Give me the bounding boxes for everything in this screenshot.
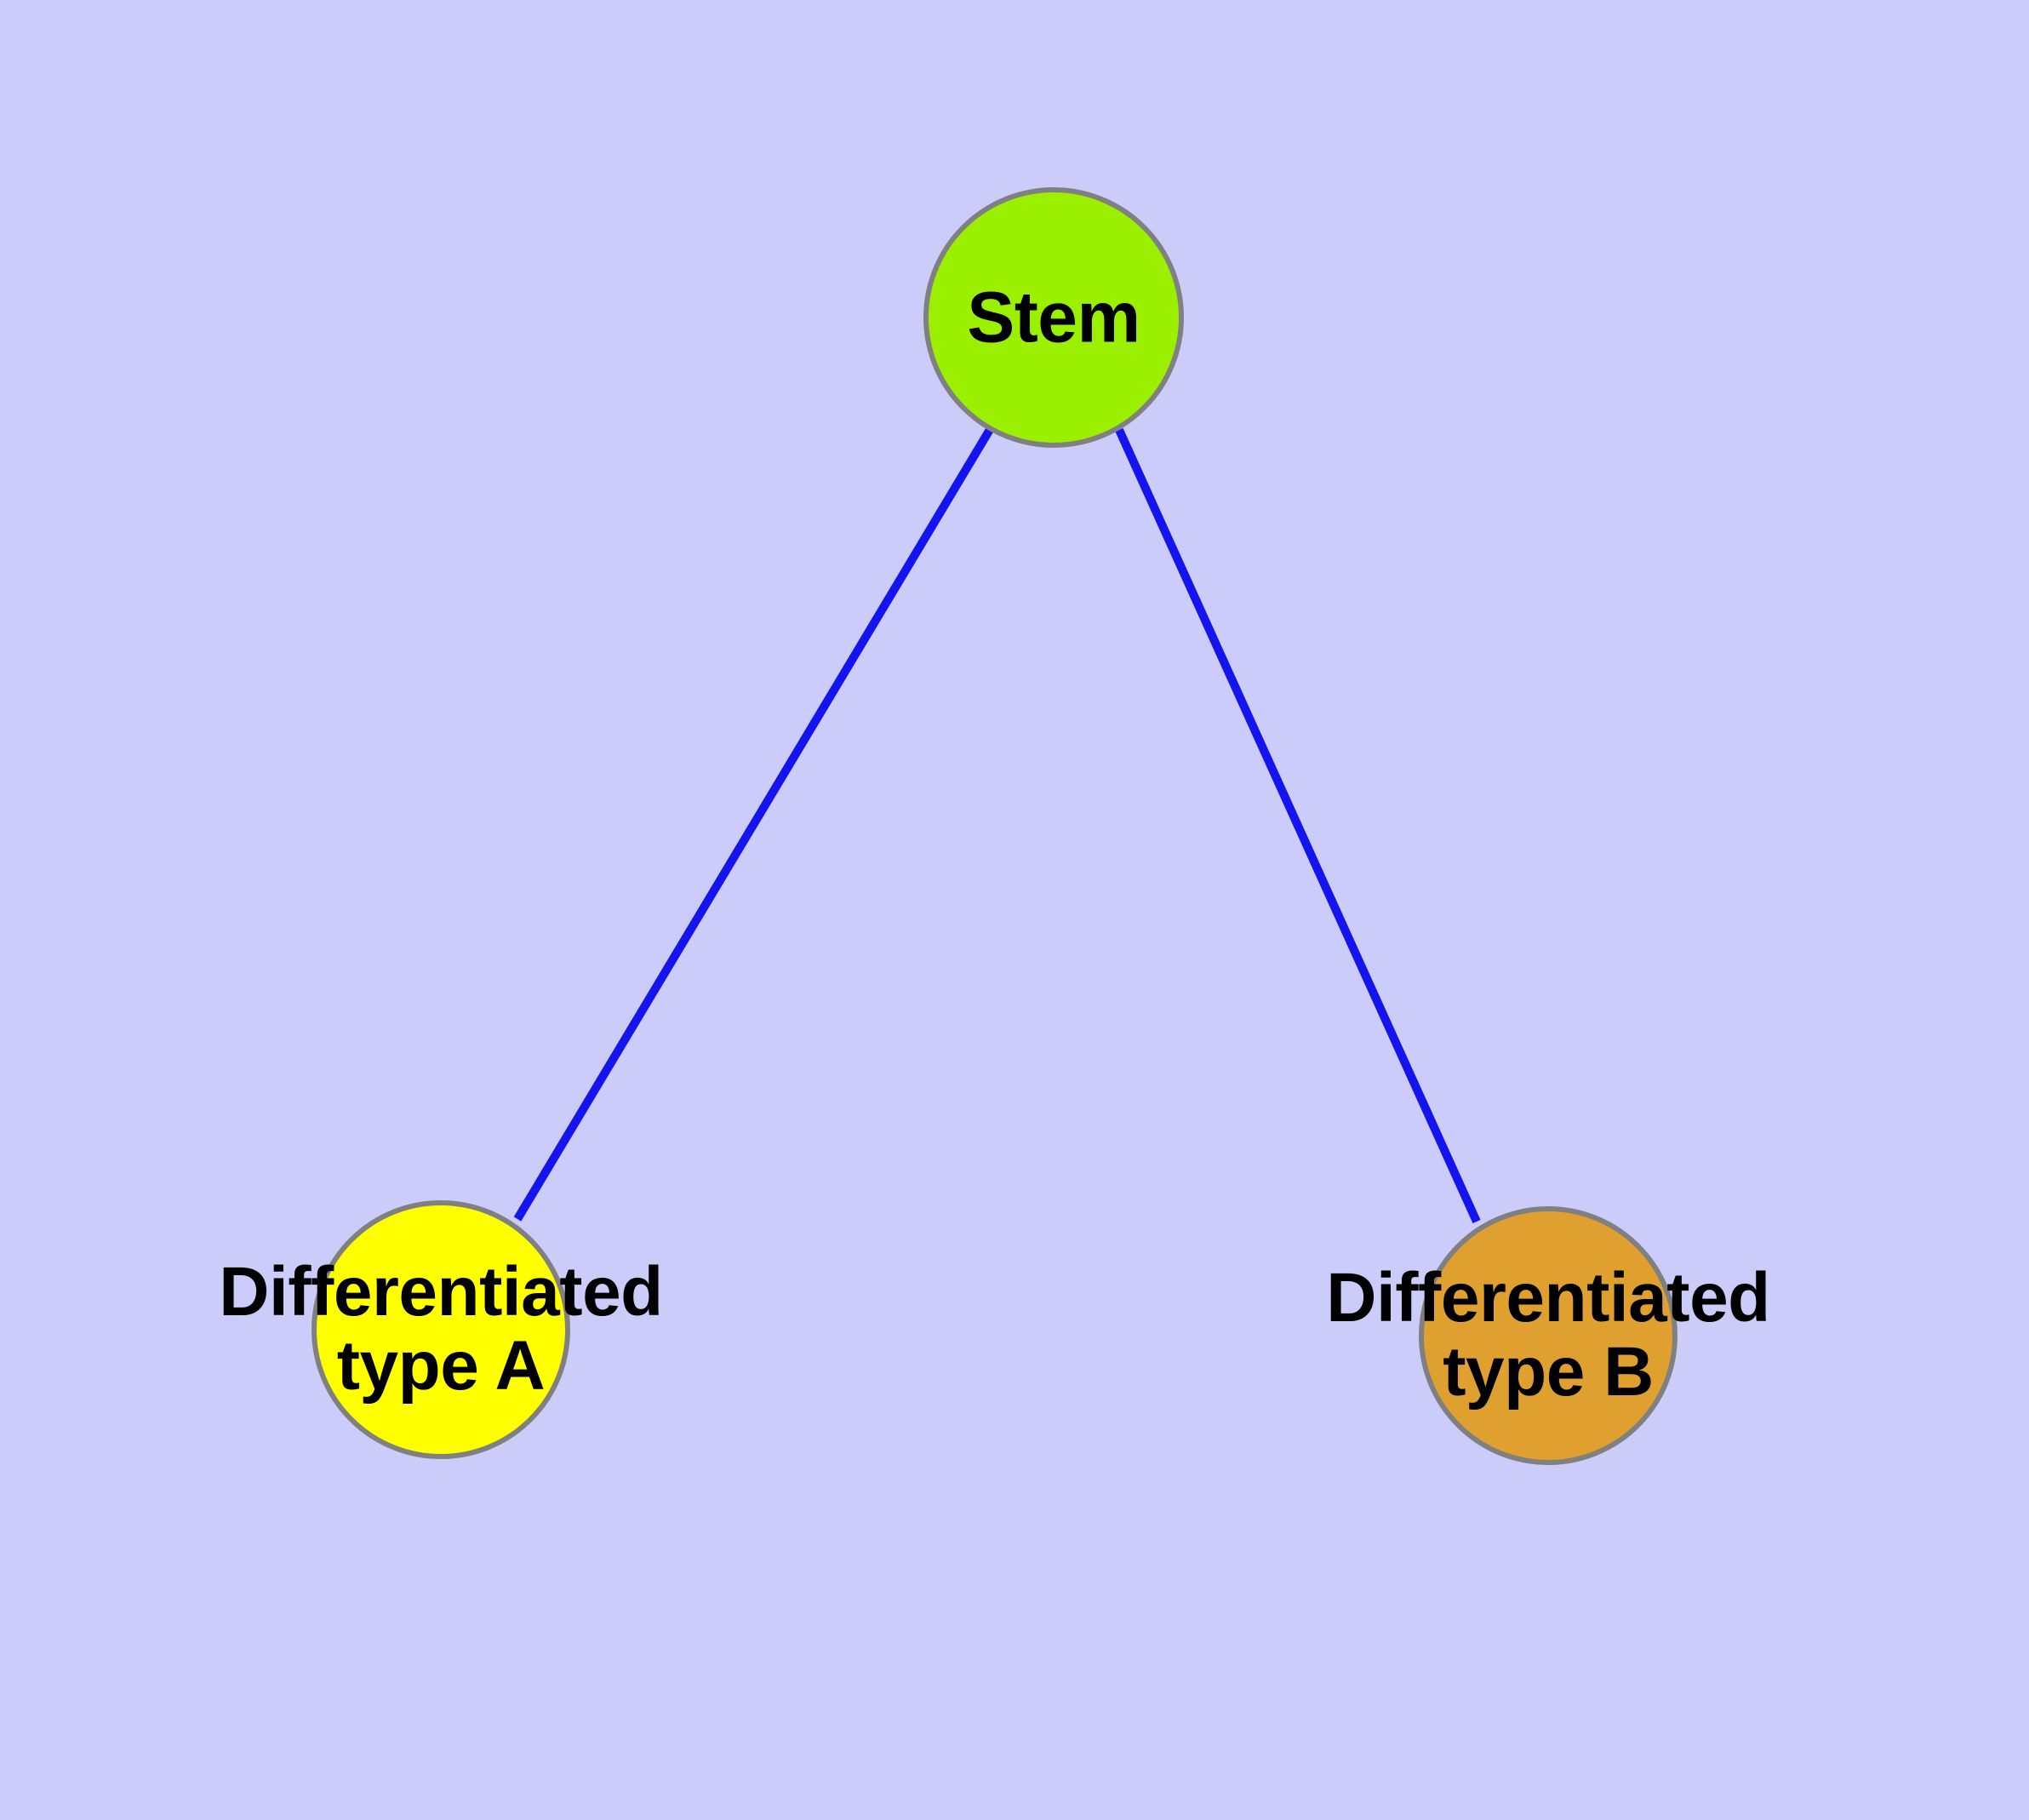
node-differentiated-type-a[interactable] [311, 1200, 570, 1459]
edges-group [513, 426, 1481, 1224]
edge-stem-to-type-a[interactable] [513, 426, 995, 1222]
node-differentiated-type-b[interactable] [1419, 1206, 1677, 1465]
edge-stem-to-type-b[interactable] [1115, 427, 1481, 1224]
node-stem[interactable] [923, 187, 1184, 448]
nodes-group [311, 187, 1677, 1465]
